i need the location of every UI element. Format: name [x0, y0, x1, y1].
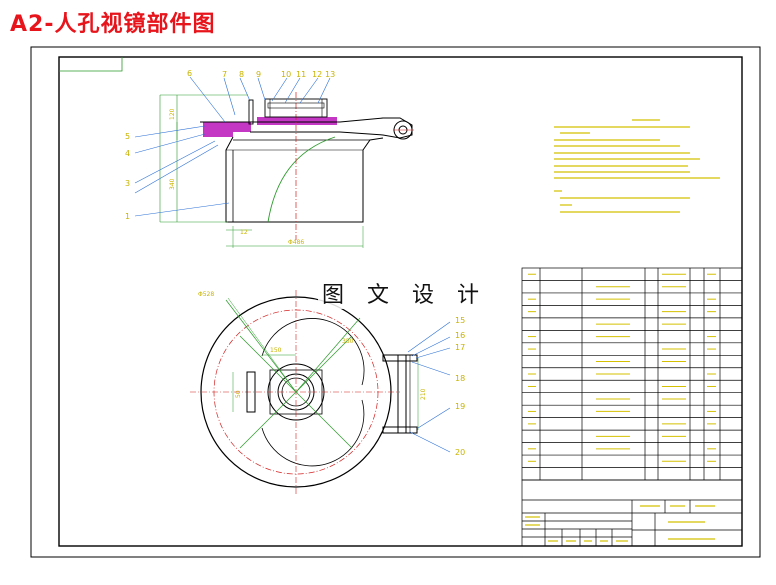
dim-top-diameter: Φ528 — [198, 291, 214, 298]
bolt-body — [264, 98, 328, 118]
label-15: 15 — [455, 316, 465, 325]
label-7: 7 — [222, 70, 227, 79]
label-16: 16 — [455, 331, 465, 340]
label-6: 6 — [187, 69, 192, 78]
hinge-pin — [397, 354, 407, 434]
flange-left — [203, 122, 251, 132]
dim-front-height-1: 120 — [169, 108, 176, 120]
dim-top-slot: 50 — [235, 390, 242, 398]
corner-tab — [59, 57, 123, 72]
hinge-bar-2 — [382, 426, 418, 434]
label-4: 4 — [125, 149, 130, 158]
label-10: 10 — [281, 70, 291, 79]
ring-arc — [261, 318, 365, 386]
technical-notes — [554, 119, 720, 213]
parts-table-fill — [528, 273, 716, 462]
dim-front-offset: 12 — [240, 229, 248, 236]
label-13: 13 — [325, 70, 335, 79]
drawing-title: A2-人孔视镜部件图 — [10, 12, 216, 37]
label-19: 19 — [455, 402, 465, 411]
label-12: 12 — [312, 70, 322, 79]
front-view: 120 340 12 Φ486 6 7 8 9 — [125, 69, 414, 248]
label-18: 18 — [455, 374, 465, 383]
dim-top-offset: 150 — [270, 347, 282, 354]
label-9: 9 — [256, 70, 261, 79]
dim-front-width: Φ486 — [288, 239, 304, 246]
label-20: 20 — [455, 448, 465, 457]
bolt-left — [248, 99, 254, 125]
label-5: 5 — [125, 132, 130, 141]
dim-side-width: 210 — [420, 388, 427, 400]
watermark-text: 图 文 设 计 — [318, 277, 491, 309]
handle-left — [246, 371, 256, 413]
label-17: 17 — [455, 343, 465, 352]
label-8: 8 — [239, 70, 244, 79]
label-3: 3 — [125, 179, 130, 188]
cover-plate — [257, 117, 337, 125]
label-1: 1 — [125, 212, 130, 221]
title-block — [521, 479, 743, 547]
title-block-fill — [525, 505, 715, 542]
parts-table — [521, 267, 743, 481]
dim-front-height-2: 340 — [169, 178, 176, 190]
outer-border — [30, 46, 761, 558]
gasket-left — [203, 132, 233, 137]
top-view: 50 210 Φ528 150 350 15 16 17 18 19 20 — [190, 290, 465, 495]
sight-glass-curve — [267, 136, 336, 223]
label-11: 11 — [296, 70, 306, 79]
hinge-bar — [382, 354, 418, 362]
dim-top-radius: 350 — [342, 338, 354, 345]
